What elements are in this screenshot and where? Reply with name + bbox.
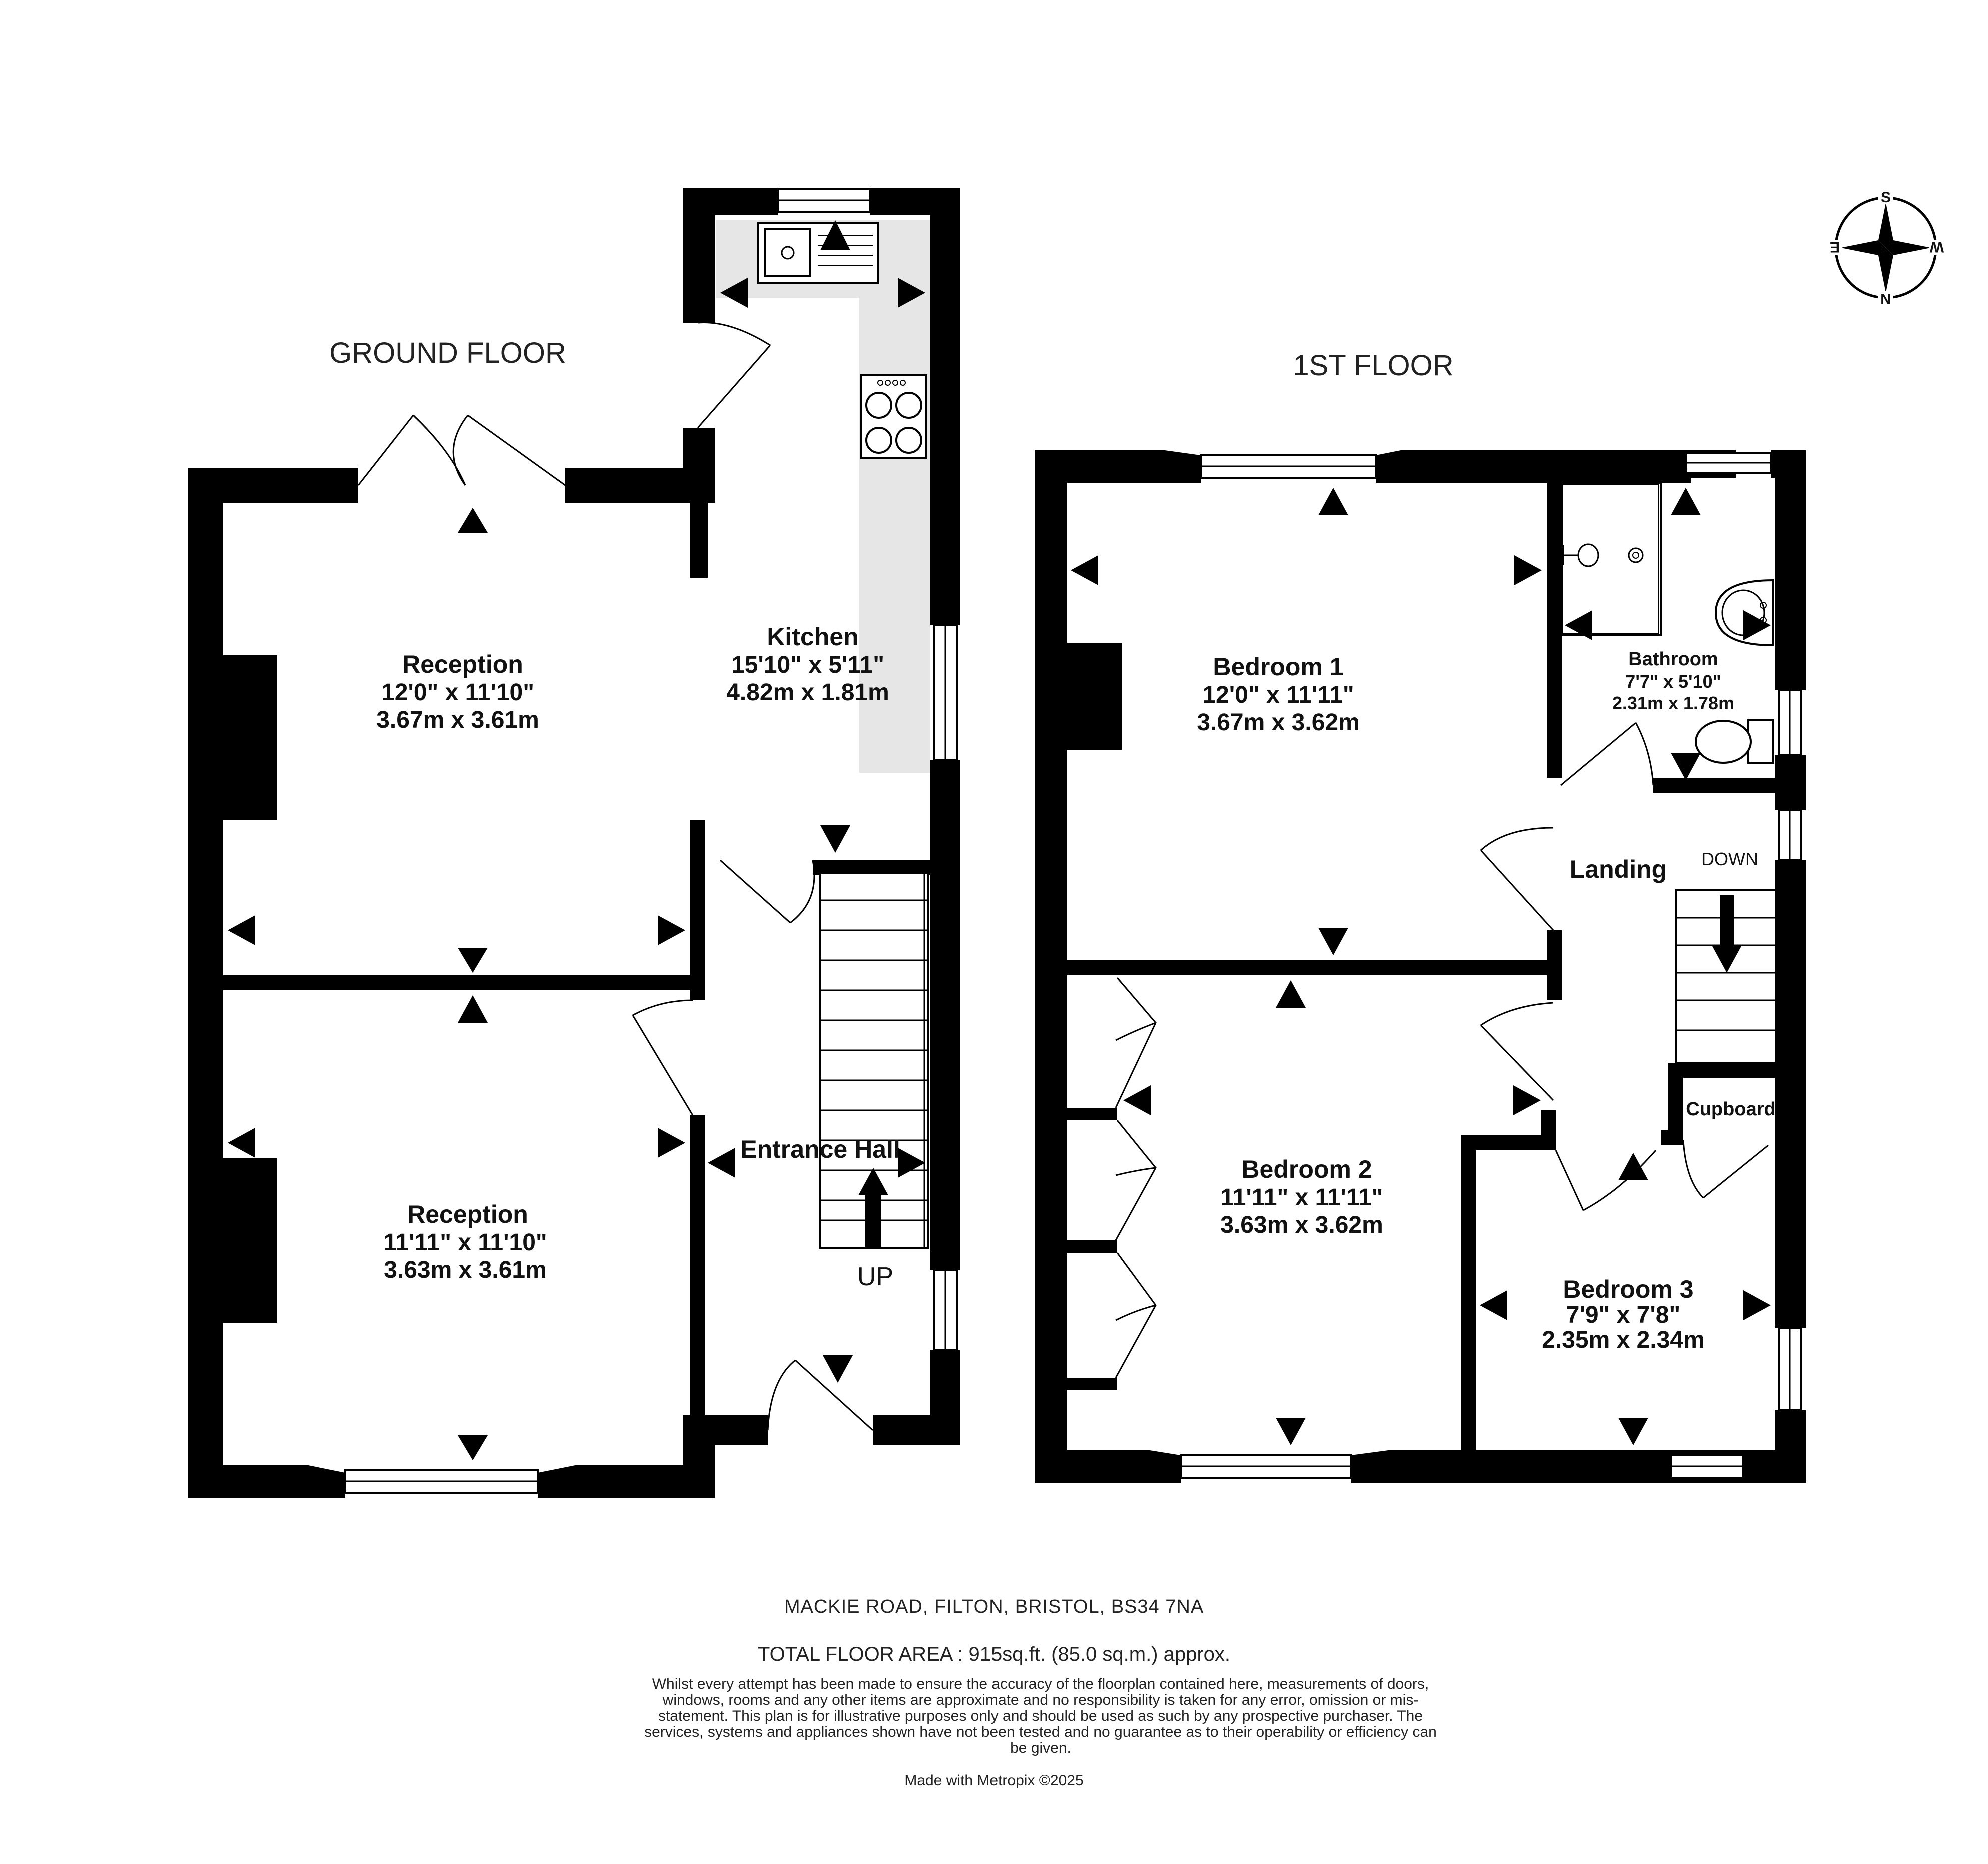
room-name: Bathroom (1628, 649, 1718, 670)
kitchen-sink-icon (757, 222, 879, 284)
ground-walls (188, 188, 960, 1498)
total-floor-area: TOTAL FLOOR AREA : 915sq.ft. (85.0 sq.m.… (757, 1643, 1231, 1665)
stairs-down-arrow-icon (1720, 895, 1734, 945)
compass-rose-icon: S N E W (1827, 189, 1944, 308)
ground-doors (357, 322, 874, 1431)
first-walls (1035, 450, 1806, 1483)
kitchen-hob-icon (860, 374, 927, 459)
ground-floor: GROUND FLOOR Kitchen 15'10" x 5'11" 4.82… (188, 188, 960, 1498)
ground-dimension-arrows (228, 220, 925, 1460)
room-name: Bedroom 1 (1213, 653, 1343, 681)
stairs-down-arrowhead-icon (1712, 945, 1742, 973)
room-dim-imperial: 12'0" x 11'11" (1202, 682, 1354, 708)
room-dim-metric: 3.67m x 3.61m (376, 707, 539, 733)
chimney-breast-front (223, 1158, 277, 1323)
first-stairs (1675, 889, 1777, 1064)
made-with-credit: Made with Metropix ©2025 (904, 1772, 1084, 1789)
room-dim-imperial: 15'10" x 5'11" (731, 652, 884, 678)
room-name: Kitchen (767, 623, 858, 651)
room-dim-imperial: 7'7" x 5'10" (1625, 671, 1721, 692)
bathroom-toilet-icon (1695, 719, 1774, 764)
room-dim-imperial: 11'11" x 11'11" (1221, 1184, 1383, 1211)
room-dim-metric: 3.63m x 3.62m (1220, 1212, 1383, 1238)
property-address: MACKIE ROAD, FILTON, BRISTOL, BS34 7NA (784, 1596, 1204, 1617)
room-name: Reception (407, 1200, 528, 1228)
room-label-bedroom3: Bedroom 3 7'9" x 7'8" 2.35m x 2.34m (1542, 1275, 1705, 1353)
stairs-up-arrowhead-icon (858, 1168, 888, 1195)
room-name: Bedroom 2 (1241, 1155, 1372, 1183)
room-dim-metric: 3.63m x 3.61m (384, 1257, 547, 1283)
room-label-bedroom1: Bedroom 1 12'0" x 11'11" 3.67m x 3.62m (1197, 653, 1360, 736)
room-label-cupboard: Cupboard (1686, 1099, 1775, 1120)
room-dim-metric: 3.67m x 3.62m (1197, 709, 1360, 736)
room-dim-imperial: 7'9" x 7'8" (1566, 1302, 1681, 1328)
first-windows (1150, 450, 1802, 1483)
disclaimer-text: Whilst every attempt has been made to en… (644, 1676, 1437, 1756)
first-dimension-arrows (1071, 488, 1771, 1445)
ground-windows (308, 188, 958, 1498)
room-label-bedroom2: Bedroom 2 11'11" x 11'11" 3.63m x 3.62m (1220, 1155, 1383, 1238)
compass-north-label: N (1880, 291, 1891, 308)
stairs-down-label: DOWN (1701, 849, 1758, 869)
stairs-up-arrow-icon (865, 1195, 881, 1248)
room-dim-metric: 2.31m x 1.78m (1612, 693, 1734, 713)
room-dim-imperial: 11'11" x 11'10" (383, 1229, 547, 1256)
room-label-reception-rear: Reception 12'0" x 11'10" 3.67m x 3.61m (376, 650, 539, 733)
room-dim-imperial: 12'0" x 11'10" (381, 679, 534, 706)
room-label-landing: Landing (1570, 855, 1667, 883)
room-label-kitchen: Kitchen 15'10" x 5'11" 4.82m x 1.81m (726, 623, 889, 706)
room-name: Bedroom 3 (1563, 1275, 1693, 1303)
stairs-up-label: UP (857, 1262, 893, 1291)
room-label-reception-front: Reception 11'11" x 11'10" 3.63m x 3.61m (383, 1200, 547, 1283)
ground-floor-title: GROUND FLOOR (329, 337, 566, 369)
room-label-entrance-hall: Entrance Hall (740, 1135, 900, 1163)
first-floor: 1ST FLOOR Bedroom 1 12'0" x 11'11" 3.67m… (1035, 349, 1806, 1483)
chimney-breast-bedroom1 (1067, 643, 1122, 750)
chimney-breast-rear (223, 655, 277, 820)
room-label-bathroom: Bathroom 7'7" x 5'10" 2.31m x 1.78m (1612, 649, 1734, 713)
ground-stairs (819, 872, 929, 1249)
first-floor-title: 1ST FLOOR (1293, 349, 1453, 382)
compass-south-label: S (1881, 189, 1891, 206)
compass-west-label: W (1929, 239, 1944, 255)
bath-shower-icon (1560, 482, 1662, 636)
room-name: Reception (402, 650, 523, 678)
room-dim-metric: 4.82m x 1.81m (726, 679, 889, 706)
room-dim-metric: 2.35m x 2.34m (1542, 1327, 1705, 1353)
first-doors (1115, 722, 1769, 1378)
compass-east-label: E (1830, 239, 1840, 255)
